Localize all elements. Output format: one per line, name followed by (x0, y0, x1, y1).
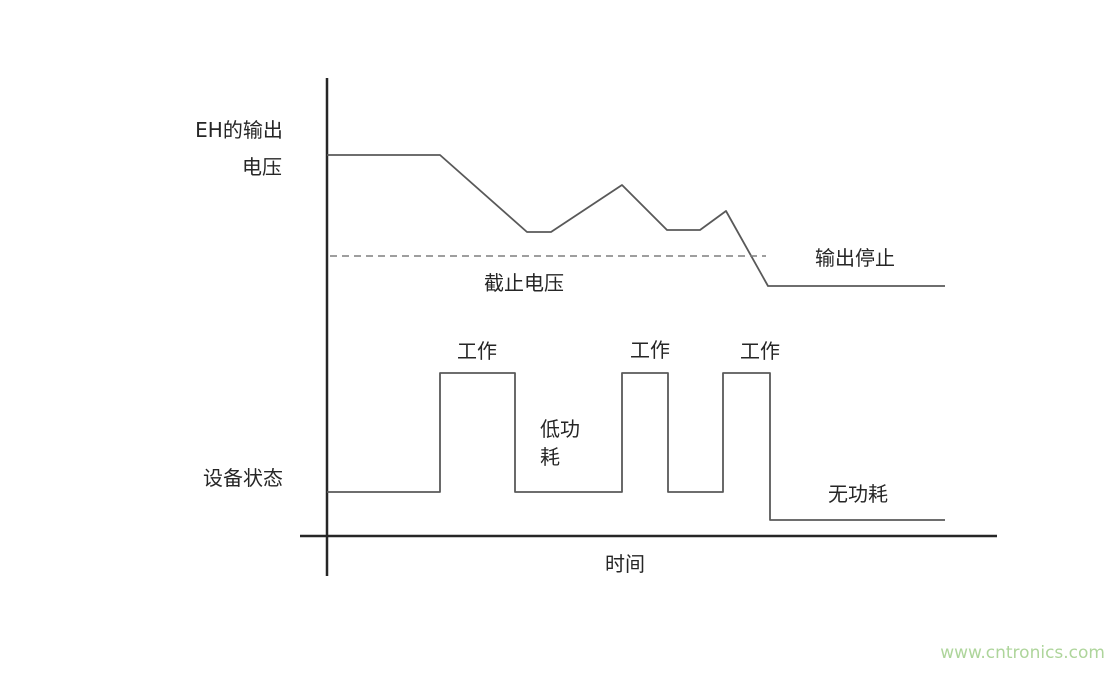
working-label-2: 工作 (630, 338, 670, 362)
working-label-3: 工作 (740, 339, 780, 363)
eh-output-voltage-label-line2: 电压 (242, 155, 282, 179)
eh-output-voltage-curve (327, 154, 945, 287)
cutoff-voltage-label: 截止电压 (484, 271, 564, 295)
device-state-waveform (327, 372, 945, 521)
working-label-1: 工作 (457, 339, 497, 363)
output-stop-label: 输出停止 (815, 246, 895, 270)
eh-output-voltage-label-line1: EH的输出 (195, 118, 283, 142)
device-state-label: 设备状态 (203, 466, 283, 490)
watermark-text: www.cntronics.com (940, 643, 1105, 663)
time-axis-label: 时间 (605, 552, 645, 576)
no-power-label: 无功耗 (828, 482, 888, 506)
low-power-label-line2: 耗 (540, 445, 560, 469)
low-power-label-line1: 低功 (540, 417, 580, 441)
